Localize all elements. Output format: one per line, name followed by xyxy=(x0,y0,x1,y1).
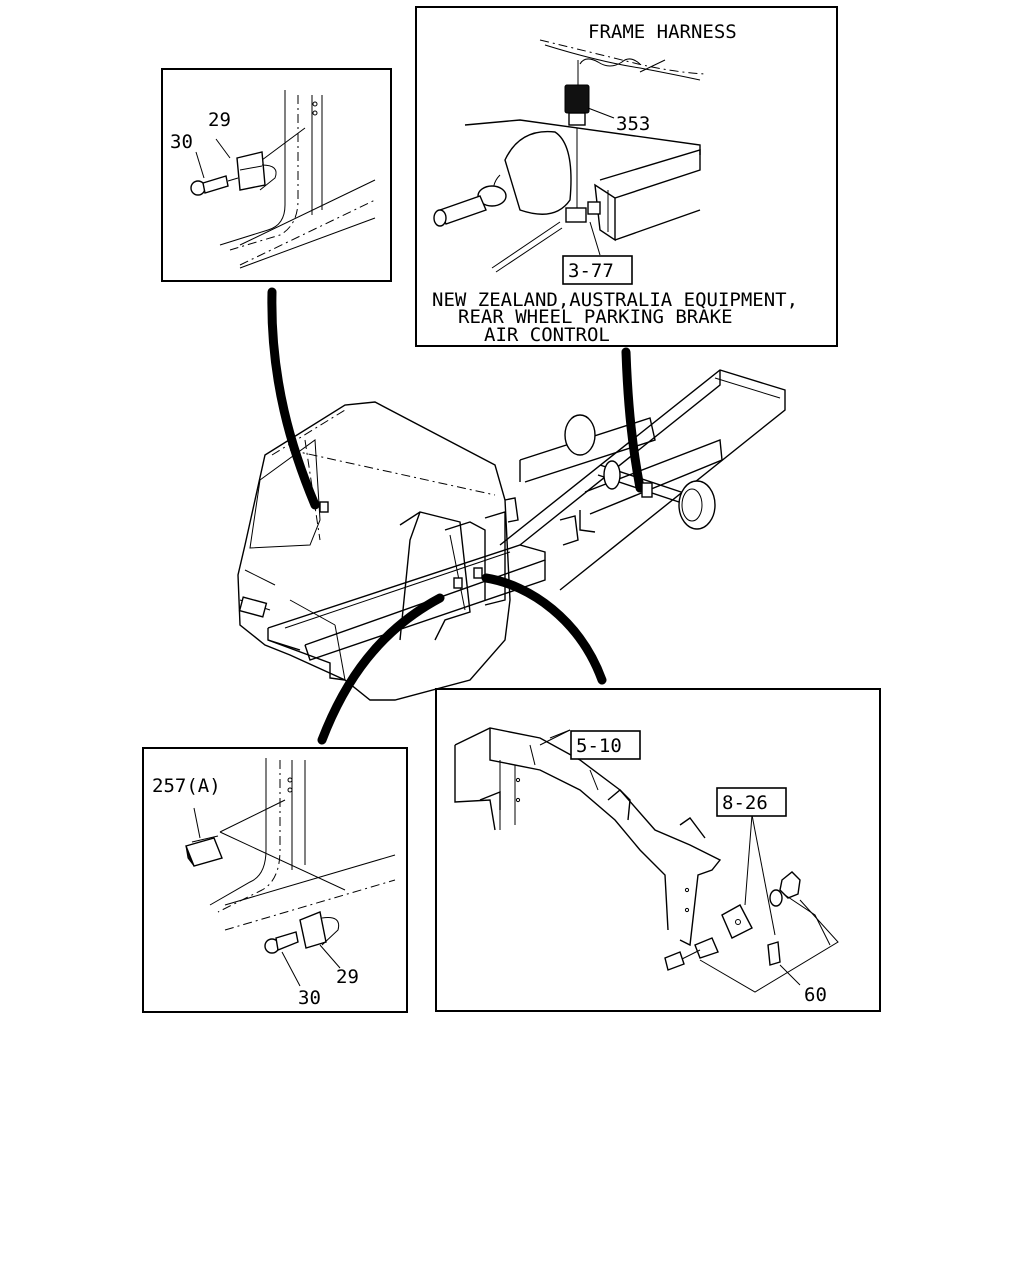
inset-top-right xyxy=(415,6,838,347)
tr-label-frame-harness: FRAME HARNESS xyxy=(588,21,737,43)
tr-ref-box-3-77 xyxy=(562,255,633,285)
leader-arcs xyxy=(267,287,645,745)
br-label-60: 60 xyxy=(804,984,827,1006)
inset-top-left xyxy=(161,68,392,282)
bl-label-257a: 257(A) xyxy=(152,775,221,797)
truck-chassis xyxy=(237,369,786,701)
tr-ref-3-77: 3-77 xyxy=(568,260,614,282)
inset-bottom-right xyxy=(435,688,881,1012)
tr-note-line1: NEW ZEALAND,AUSTRALIA EQUIPMENT, xyxy=(432,289,798,311)
tl-label-29: 29 xyxy=(208,109,231,131)
tl-label-30: 30 xyxy=(170,131,193,153)
br-ref-box-5-10 xyxy=(570,730,641,760)
bl-label-30: 30 xyxy=(298,987,321,1009)
br-ref-8-26: 8-26 xyxy=(722,792,768,814)
tr-note-line3: AIR CONTROL xyxy=(484,324,610,346)
br-ref-5-10: 5-10 xyxy=(576,735,622,757)
br-ref-box-8-26 xyxy=(716,787,787,817)
bl-label-29: 29 xyxy=(336,966,359,988)
tr-note-line2: REAR WHEEL PARKING BRAKE xyxy=(458,306,733,328)
inset-bottom-left xyxy=(142,747,408,1013)
tr-label-353: 353 xyxy=(616,113,650,135)
